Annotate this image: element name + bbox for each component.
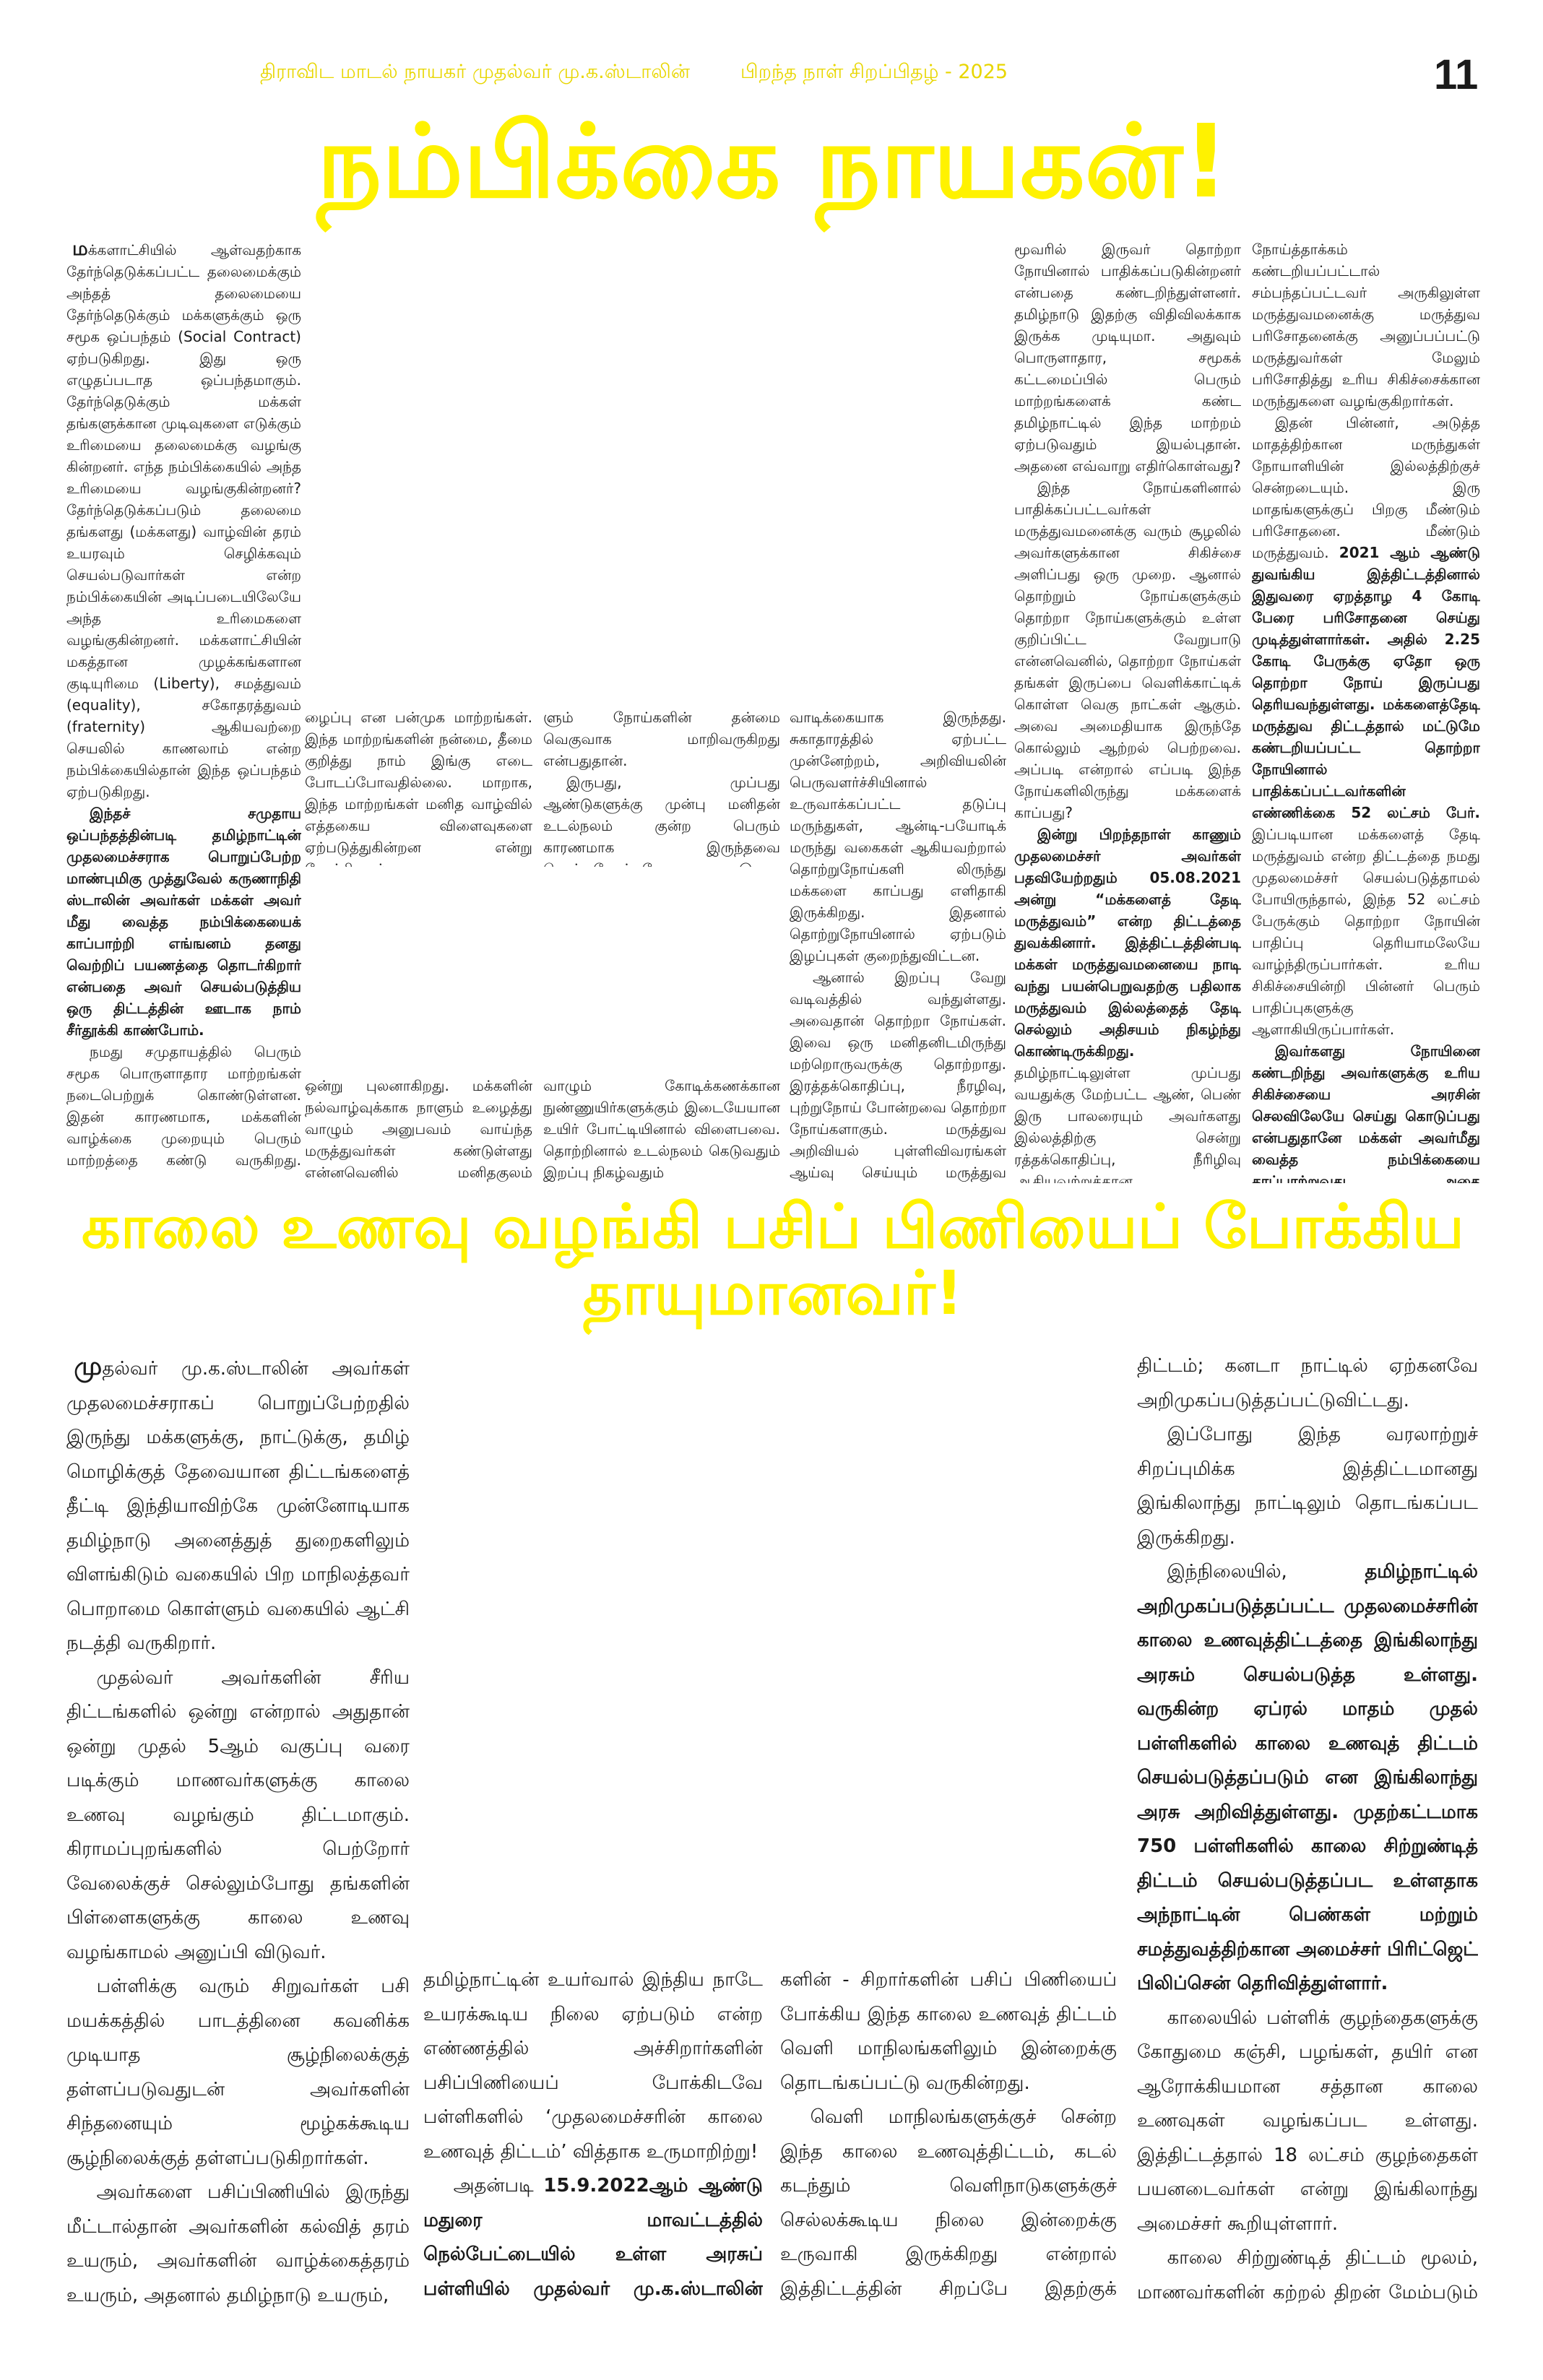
paragraph: இவர்களது நோயினை கண்டறிந்து அவர்களுக்கு உ… <box>1252 1040 1480 1183</box>
body-text: வெளி மாநிலங்களுக்குச் சென்ற இந்த காலை உண… <box>780 2106 1117 2300</box>
body-text: தமிழ்நாட்டின் உயர்வால் இந்திய நாடே உயரக்… <box>423 1969 763 2163</box>
paragraph: ஒன்று புலனாகிறது. மக்களின் நல்வாழ்வுக்கா… <box>305 1075 532 1183</box>
body-text: வாடிக்கையாக இருந்தது. சுகாதாரத்தில் ஏற்ப… <box>790 709 1006 964</box>
edition-label: பிறந்த நாள் சிறப்பிதழ் - 2025 <box>740 61 1008 83</box>
paragraph: அதன்படி 15.9.2022ஆம் ஆண்டு மதுரை மாவட்டத… <box>423 2169 763 2310</box>
bold-text: இவர்களது நோயினை கண்டறிந்து அவர்களுக்கு உ… <box>1252 1042 1480 1183</box>
article1-headline: நம்பிக்கை நாயகன்! <box>316 103 1229 221</box>
body-text: ஆனால் இறப்பு வேறு வடிவத்தில் வந்துள்ளது.… <box>790 969 1006 1181</box>
article2-headline: காலை உணவு வழங்கி பசிப் பிணியைப் போக்கிய … <box>82 1191 1464 1328</box>
article1-column-6: நோய்த்தாக்கம் கண்டறியப்பட்டால் சம்பந்தப்… <box>1252 238 1480 1183</box>
paragraph: தமிழ்நாட்டின் உயர்வால் இந்திய நாடே உயரக்… <box>423 1963 763 2169</box>
body-text: தல்வர் மு.க.ஸ்டாலின் அவர்கள் முதலமைச்சரா… <box>66 1358 410 1654</box>
body-text: காலை சிற்றுண்டித் திட்டம் மூலம், மாணவர்க… <box>1137 2247 1478 2303</box>
paragraph: வாடிக்கையாக இருந்தது. சுகாதாரத்தில் ஏற்ப… <box>790 706 1006 966</box>
paragraph: இருபது, முப்பது ஆண்டுகளுக்கு முன்பு மனித… <box>543 771 780 867</box>
paragraph: முதல்வர் மு.க.ஸ்டாலின் அவர்கள் முதலமைச்ச… <box>66 1349 410 1661</box>
paragraph: நமது சமுதாயத்தில் பெரும் சமூக பொருளாதார … <box>66 1041 301 1170</box>
body-text: நமது சமுதாயத்தில் பெரும் சமூக பொருளாதார … <box>66 1043 301 1169</box>
page-number: 11 <box>1434 51 1479 98</box>
running-header: திராவிட மாடல் நாயகர் முதல்வர் மு.க.ஸ்டால… <box>260 59 1387 85</box>
series-title: திராவிட மாடல் நாயகர் முதல்வர் மு.க.ஸ்டால… <box>260 61 691 83</box>
body-text: பள்ளிக்கு வரும் சிறுவர்கள் பசி மயக்கத்தி… <box>66 1976 410 2169</box>
body-text: அவர்களை பசிப்பிணியில் இருந்து மீட்டால்தா… <box>66 2181 410 2306</box>
bold-text: இன்று பிறந்தநாள் காணும் முதலமைச்சர் அவர்… <box>1014 826 1241 1060</box>
article1-column-1: மக்களாட்சியில் ஆள்வதற்காக தேர்ந்தெடுக்கப… <box>66 238 301 1170</box>
paragraph: வாழும் கோடிக்கணக்கான நுண்ணுயிர்களுக்கும்… <box>543 1075 780 1183</box>
body-text: மூவரில் இருவர் தொற்றா நோயினால் பாதிக்கப்… <box>1014 241 1241 475</box>
body-text: இப்போது இந்த வரலாற்றுச் சிறப்புமிக்க இத்… <box>1137 1424 1478 1549</box>
bold-text: இந்தச் சமுதாய ஒப்பந்தத்தின்படி தமிழ்நாட்… <box>66 805 301 1039</box>
body-text: ஒன்று புலனாகிறது. மக்களின் நல்வாழ்வுக்கா… <box>305 1077 532 1181</box>
body-text: தமிழ்நாட்டிலுள்ள முப்பது வயதுக்கு மேற்பட… <box>1014 1064 1241 1183</box>
body-text: காலையில் பள்ளிக் குழந்தைகளுக்கு கோதுமை க… <box>1137 2007 1478 2235</box>
body-text: முதல்வர் அவர்களின் சீரிய திட்டங்களில் ஒன… <box>66 1666 410 1963</box>
article2-column-1: முதல்வர் மு.க.ஸ்டாலின் அவர்கள் முதலமைச்ச… <box>66 1349 410 2310</box>
body-text: ழைப்பு என பன்முக மாற்றங்கள். இந்த மாற்றங… <box>305 709 532 867</box>
paragraph: ளும் நோய்களின் தன்மை வெகுவாக மாறிவருகிறத… <box>543 706 780 771</box>
body-text: இருபது, முப்பது ஆண்டுகளுக்கு முன்பு மனித… <box>543 774 780 867</box>
body-text: நோய்த்தாக்கம் கண்டறியப்பட்டால் சம்பந்தப்… <box>1252 241 1480 410</box>
paragraph: காலையில் பள்ளிக் குழந்தைகளுக்கு கோதுமை க… <box>1137 2002 1478 2242</box>
body-text: க்களாட்சியில் ஆள்வதற்காக தேர்ந்தெடுக்கப்… <box>66 241 301 800</box>
bold-text: 2021 ஆம் ஆண்டு துவங்கிய இத்திட்டத்தினால்… <box>1252 544 1480 821</box>
article1-column-3a: ளும் நோய்களின் தன்மை வெகுவாக மாறிவருகிறத… <box>543 706 780 867</box>
body-text: அதன்படி <box>453 2175 544 2197</box>
paragraph: இதன் பின்னர், அடுத்த மாதத்திற்கான மருந்த… <box>1252 412 1480 1040</box>
paragraph: இந்த நோய்களினால் பாதிக்கப்பட்டவர்கள் மரு… <box>1014 477 1241 823</box>
paragraph: நோய்த்தாக்கம் கண்டறியப்பட்டால் சம்பந்தப்… <box>1252 238 1480 412</box>
body-text: இந்த நோய்களினால் பாதிக்கப்பட்டவர்கள் மரு… <box>1014 479 1241 821</box>
drop-cap: ம <box>72 238 88 260</box>
paragraph: ஆனால் இறப்பு வேறு வடிவத்தில் வந்துள்ளது.… <box>790 966 1006 1183</box>
body-text: இந்நிலையில், <box>1167 1561 1365 1583</box>
drop-cap: மு <box>74 1351 103 1381</box>
paragraph: திட்டம்; கனடா நாட்டில் ஏற்கனவே அறிமுகப்ப… <box>1137 1349 1478 1418</box>
paragraph: இன்று பிறந்தநாள் காணும் முதலமைச்சர் அவர்… <box>1014 823 1241 1183</box>
article1-column-2a: ழைப்பு என பன்முக மாற்றங்கள். இந்த மாற்றங… <box>305 706 532 867</box>
paragraph: ழைப்பு என பன்முக மாற்றங்கள். இந்த மாற்றங… <box>305 706 532 867</box>
body-text: களின் - சிறார்களின் பசிப் பிணியைப் போக்க… <box>780 1969 1117 2094</box>
body-text: வாழும் கோடிக்கணக்கான நுண்ணுயிர்களுக்கும்… <box>543 1077 780 1181</box>
paragraph: மக்களாட்சியில் ஆள்வதற்காக தேர்ந்தெடுக்கப… <box>66 238 301 802</box>
paragraph: இந்தச் சமுதாய ஒப்பந்தத்தின்படி தமிழ்நாட்… <box>66 802 301 1041</box>
body-text: திட்டம்; கனடா நாட்டில் ஏற்கனவே அறிமுகப்ப… <box>1137 1355 1478 1411</box>
body-text: இதன் பின்னர், அடுத்த மாதத்திற்கான மருந்த… <box>1252 414 1480 561</box>
paragraph: மூவரில் இருவர் தொற்றா நோயினால் பாதிக்கப்… <box>1014 238 1241 477</box>
article2-column-4: திட்டம்; கனடா நாட்டில் ஏற்கனவே அறிமுகப்ப… <box>1137 1349 1478 2310</box>
body-text: ளும் நோய்களின் தன்மை வெகுவாக மாறிவருகிறத… <box>543 709 780 769</box>
paragraph: இந்நிலையில், தமிழ்நாட்டில் அறிமுகப்படுத்… <box>1137 1555 1478 2002</box>
bold-text: 15.9.2022ஆம் ஆண்டு மதுரை மாவட்டத்தில் நெ… <box>423 2175 763 2300</box>
paragraph: முதல்வர் அவர்களின் சீரிய திட்டங்களில் ஒன… <box>66 1661 410 1970</box>
bold-text: தமிழ்நாட்டில் அறிமுகப்படுத்தப்பட்ட முதலம… <box>1137 1561 1478 1994</box>
article1-column-5: மூவரில் இருவர் தொற்றா நோயினால் பாதிக்கப்… <box>1014 238 1241 1183</box>
paragraph: அவர்களை பசிப்பிணியில் இருந்து மீட்டால்தா… <box>66 2176 410 2310</box>
article1-column-3b: வாழும் கோடிக்கணக்கான நுண்ணுயிர்களுக்கும்… <box>543 1075 780 1183</box>
article1-column-4: வாடிக்கையாக இருந்தது. சுகாதாரத்தில் ஏற்ப… <box>790 706 1006 1183</box>
paragraph: வெளி மாநிலங்களுக்குச் சென்ற இந்த காலை உண… <box>780 2100 1117 2310</box>
article2-column-2: தமிழ்நாட்டின் உயர்வால் இந்திய நாடே உயரக்… <box>423 1963 763 2310</box>
paragraph: இப்போது இந்த வரலாற்றுச் சிறப்புமிக்க இத்… <box>1137 1418 1478 1555</box>
body-text: இப்படியான மக்களைத் தேடி மருத்துவம் என்ற … <box>1252 826 1480 1038</box>
paragraph: காலை சிற்றுண்டித் திட்டம் மூலம், மாணவர்க… <box>1137 2241 1478 2310</box>
article2-column-3: களின் - சிறார்களின் பசிப் பிணியைப் போக்க… <box>780 1963 1117 2310</box>
article1-column-2b: ஒன்று புலனாகிறது. மக்களின் நல்வாழ்வுக்கா… <box>305 1075 532 1183</box>
paragraph: பள்ளிக்கு வரும் சிறுவர்கள் பசி மயக்கத்தி… <box>66 1970 410 2176</box>
paragraph: களின் - சிறார்களின் பசிப் பிணியைப் போக்க… <box>780 1963 1117 2100</box>
